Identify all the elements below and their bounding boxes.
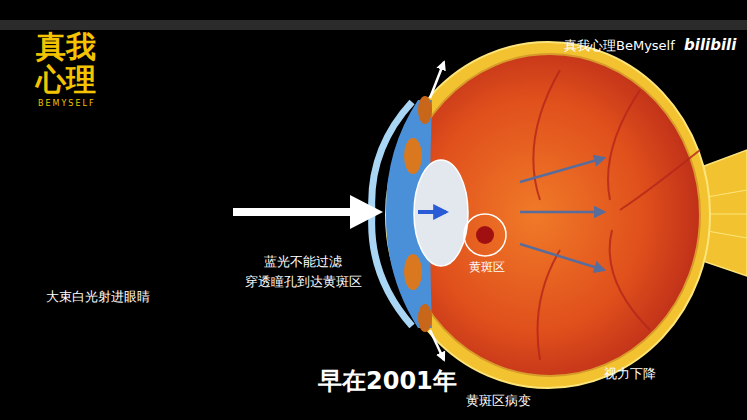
light-ray-arrow — [520, 244, 604, 270]
white-light-head — [350, 195, 383, 229]
light-ray-arrow — [520, 158, 604, 182]
logo-subtext: BEMYSELF — [38, 99, 96, 109]
macula-label: 黄斑区 — [456, 260, 518, 274]
light-ray-arrow — [520, 211, 604, 214]
iris-bottom — [404, 254, 422, 290]
top-band — [0, 20, 747, 30]
lens — [414, 160, 468, 266]
ciliary-bottom — [418, 304, 432, 332]
watermark: 真我心理BeMyself — [564, 38, 675, 54]
annotation: 大束白光射进眼睛 — [46, 289, 150, 305]
annotation: 蓝光不能过滤 穿透瞳孔到达黄斑区 — [238, 252, 368, 292]
macula-spot — [476, 226, 494, 244]
iris-top — [404, 138, 422, 174]
subtitle: 早在2001年 — [318, 367, 457, 396]
site-logo: bilibili — [684, 36, 736, 54]
macula-ring — [464, 214, 506, 256]
ciliary-top — [418, 96, 432, 124]
annotation: 视力下降 — [604, 366, 656, 382]
white-light-shaft — [233, 208, 353, 216]
macula-circle: 黄斑区 — [456, 212, 518, 274]
macula-outline — [456, 212, 514, 258]
annotation: 黄斑区病变 — [466, 393, 531, 409]
logo-text: 真我 心理 — [36, 30, 99, 96]
outward-arrow — [430, 330, 444, 360]
blue-light-arrow — [418, 210, 446, 214]
outward-arrow — [430, 62, 444, 98]
retina — [400, 54, 700, 376]
sclera — [386, 42, 710, 388]
blood-vessels — [533, 70, 700, 360]
